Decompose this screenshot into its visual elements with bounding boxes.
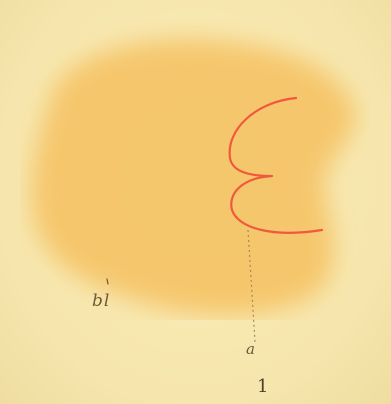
orange-stain-blob: [31, 39, 356, 315]
leader-tick-bl: [106, 278, 109, 285]
leader-line-a: [247, 229, 256, 343]
epsilon-curve: [228, 96, 324, 234]
pointer-label-a: a: [246, 340, 255, 358]
region-label-bl: bl: [92, 291, 111, 311]
figure-number: 1: [257, 376, 269, 397]
